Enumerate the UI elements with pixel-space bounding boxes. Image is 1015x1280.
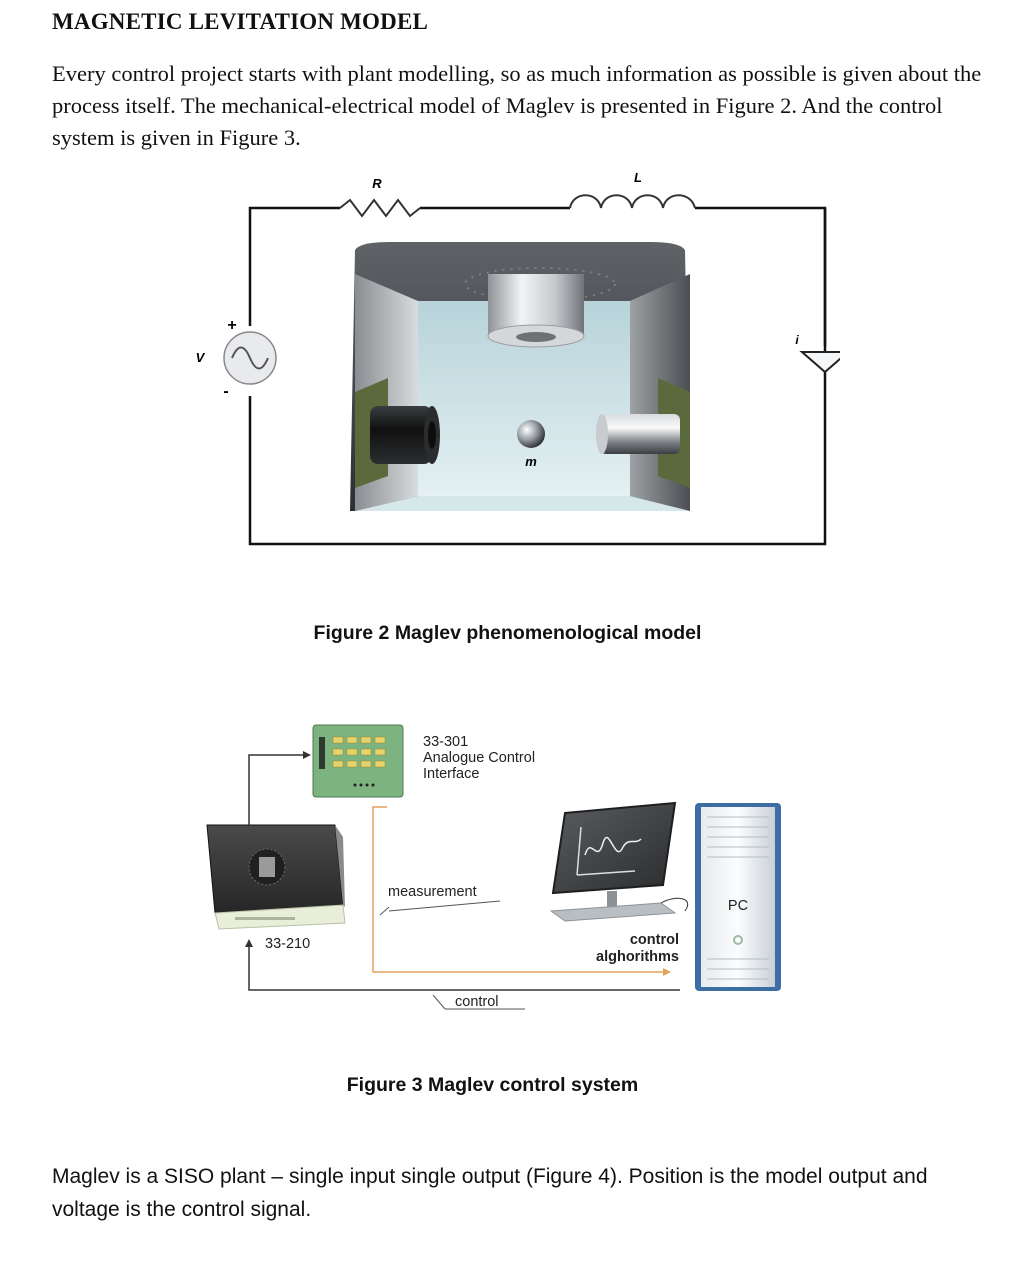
figure-3-caption: Figure 3 Maglev control system <box>346 1074 639 1096</box>
board-label-line1: 33-301 <box>423 734 468 750</box>
document-title: MAGNETIC LEVITATION MODEL <box>52 9 429 34</box>
board-label-line2: Analogue Control <box>423 750 535 766</box>
intro-paragraph: Every control project starts with plant … <box>52 61 982 150</box>
algorithms-label-line2: alghorithms <box>596 949 679 965</box>
mass-label: m <box>525 454 537 469</box>
source-minus-label: - <box>223 383 228 400</box>
pc-label: PC <box>728 898 748 914</box>
algorithms-label-line1: control <box>630 932 679 948</box>
resistor-symbol <box>339 198 421 218</box>
ac-source-icon <box>223 331 277 385</box>
device-label: 33-210 <box>265 936 310 952</box>
figure-2-caption: Figure 2 Maglev phenomenological model <box>313 622 702 644</box>
resistor-label: R <box>372 176 382 191</box>
pc-tower-icon <box>695 803 781 991</box>
figure-3-control-system: 33-301 Analogue Control Interface 33-210… <box>206 724 781 1010</box>
inductor-label: L <box>634 170 642 185</box>
current-arrow-icon <box>799 351 840 374</box>
voltage-label: V <box>196 350 206 365</box>
circuit-wire <box>248 206 827 546</box>
current-label: i <box>795 333 799 347</box>
maglev-device-icon <box>206 824 346 930</box>
maglev-chamber-illustration <box>350 242 690 511</box>
board-label-line3: Interface <box>423 766 479 782</box>
outro-paragraph: Maglev is a SISO plant – single input si… <box>52 1165 928 1221</box>
control-label: control <box>455 994 499 1010</box>
analogue-control-board-icon <box>312 724 404 798</box>
signal-arrows <box>245 751 680 1010</box>
figure-2-maglev-model: R L + - V i m <box>196 170 840 546</box>
source-plus-label: + <box>227 317 236 334</box>
inductor-symbol <box>569 194 696 209</box>
measurement-label: measurement <box>388 884 477 900</box>
monitor-icon <box>549 801 688 922</box>
